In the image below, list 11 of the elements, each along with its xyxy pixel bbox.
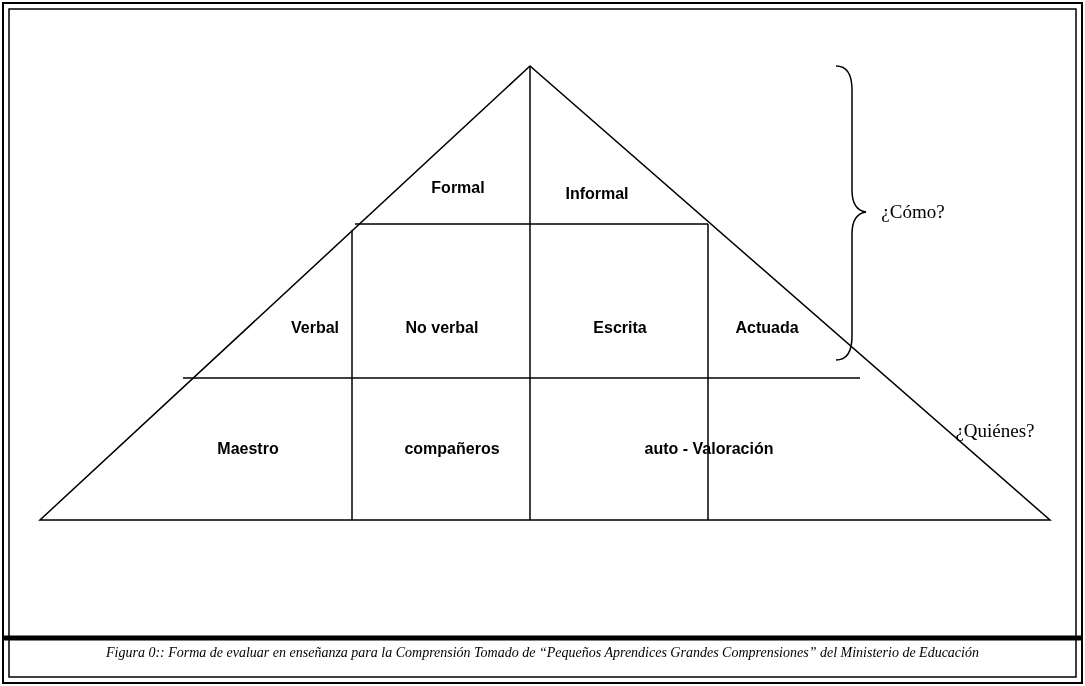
- cell-label: Formal: [431, 179, 485, 197]
- figure-caption: Figura 0:: Forma de evaluar en enseñanza para la Comprensión Tomado de “Pequeños Aprendices Grandes Comprensiones” del Ministerio de Educación: [105, 645, 980, 661]
- cell-label: Maestro: [217, 440, 279, 458]
- question-label: ¿Quiénes?: [955, 420, 1035, 442]
- question-label: ¿Cómo?: [881, 201, 945, 223]
- cell-label: compañeros: [404, 440, 500, 458]
- cell-label: Informal: [565, 185, 629, 203]
- cell-label: Actuada: [735, 319, 799, 337]
- cell-label: Escrita: [593, 319, 647, 337]
- cell-label: No verbal: [405, 319, 479, 337]
- cell-label: Verbal: [291, 319, 339, 337]
